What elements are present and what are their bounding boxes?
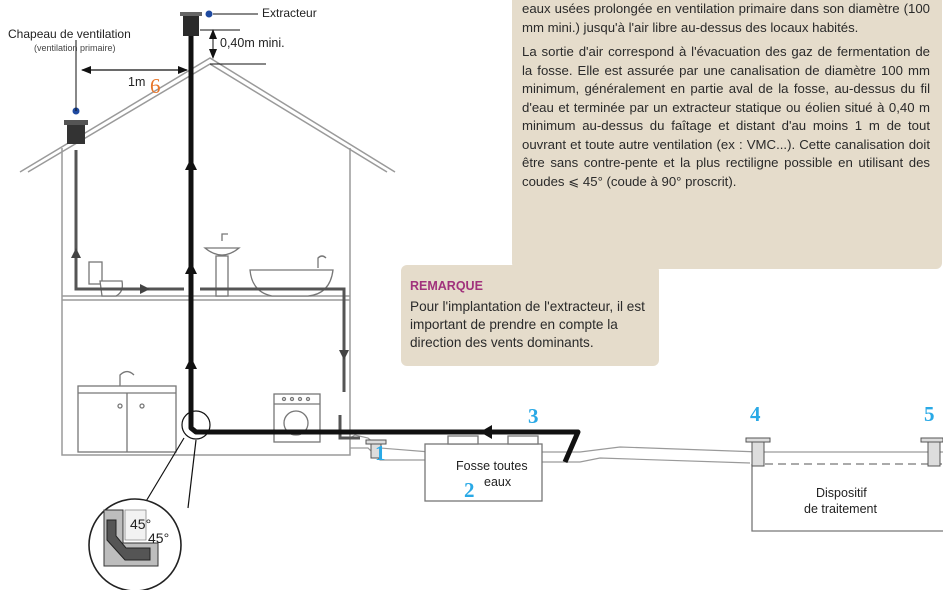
remark-box: REMARQUE Pour l'implantation de l'extrac… (401, 265, 659, 366)
extraction-arrows (185, 158, 492, 439)
toilet-fixture (88, 261, 124, 297)
fosse-tank (424, 435, 543, 502)
angle-label-b: 45° (148, 530, 170, 546)
treatment-device (751, 463, 943, 532)
fosse-inlet-cap (365, 439, 387, 459)
remark-title: REMARQUE (410, 279, 483, 293)
remark-text: Pour l'implantation de l'extracteur, il … (410, 299, 645, 350)
dispositif-label-line1: Dispositif (816, 486, 867, 500)
ventilation-cap (64, 40, 88, 144)
info-paragraph-1: eaux usées prolongée en ventilation prim… (522, 1, 930, 35)
kitchen-cabinet (77, 370, 177, 453)
washbasin-fixture (203, 233, 241, 297)
extracteur-label: Extracteur (262, 6, 317, 20)
chapeau-sublabel: (ventilation primaire) (34, 43, 116, 53)
height-dimension (200, 29, 266, 65)
marker-6: 6 (150, 74, 161, 98)
marker-4: 4 (750, 402, 761, 426)
marker-5: 5 (924, 402, 935, 426)
height-label: 0,40m mini. (220, 36, 285, 50)
fosse-label-line2: eaux (484, 475, 512, 489)
angle-label-a: 45° (130, 516, 152, 532)
distance-label: 1m (128, 75, 146, 89)
marker-3: 3 (528, 404, 539, 428)
treatment-inlet-cap (745, 437, 943, 467)
angle-detail (88, 498, 182, 590)
info-paragraph-2: La sortie d'air correspond à l'évacuatio… (522, 44, 930, 189)
marker-2: 2 (464, 478, 475, 502)
info-box: eaux usées prolongée en ventilation prim… (512, 0, 942, 269)
chapeau-label: Chapeau de ventilation (8, 27, 131, 41)
dispositif-label-line2: de traitement (804, 502, 877, 516)
elbow-callout (144, 410, 211, 509)
fosse-label-line1: Fosse toutes (456, 459, 528, 473)
washing-machine (273, 393, 321, 443)
pipe-flow-arrows (71, 248, 349, 360)
extractor-head (180, 10, 258, 36)
marker-1: 1 (375, 441, 386, 465)
